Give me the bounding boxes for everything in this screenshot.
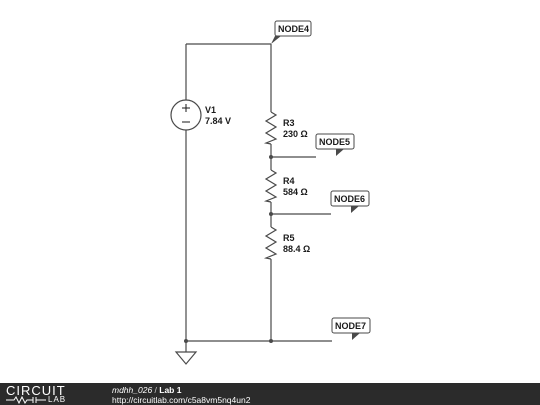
node4-box bbox=[274, 20, 312, 37]
resistor-r4[interactable]: R4 584 Ω bbox=[263, 169, 308, 203]
resistor-r3[interactable]: R3 230 Ω bbox=[263, 111, 308, 145]
wires bbox=[185, 43, 332, 352]
logo-lower-row: LAB bbox=[6, 396, 96, 404]
logo-text-lab: LAB bbox=[48, 395, 67, 404]
node6-box bbox=[330, 190, 370, 207]
plus-sign bbox=[182, 104, 190, 112]
node-label-node5[interactable]: NODE5 bbox=[315, 133, 355, 156]
circuit-schematic: V1 7.84 V R3 230 Ω R4 584 Ω R5 88.4 Ω NO… bbox=[170, 20, 371, 365]
junction-node5 bbox=[269, 155, 273, 159]
footer-user[interactable]: mdhh_026 bbox=[112, 385, 153, 395]
r4-name: R4 bbox=[283, 176, 295, 186]
footer-separator: / bbox=[152, 385, 160, 395]
junction-node6 bbox=[269, 212, 273, 216]
node5-text: NODE5 bbox=[319, 137, 350, 147]
resistor-r5-icon bbox=[263, 226, 278, 260]
r3-value: 230 Ω bbox=[283, 129, 308, 139]
resistor-r3-icon bbox=[263, 111, 278, 145]
logo-text-circuit: CIRCUIT bbox=[6, 383, 66, 398]
ground-symbol[interactable] bbox=[174, 351, 198, 365]
node5-tab bbox=[336, 149, 344, 156]
node4-tab bbox=[271, 36, 281, 44]
circuitlab-logo[interactable]: CIRCUIT LAB bbox=[6, 384, 96, 404]
resistor-r4-icon bbox=[263, 169, 278, 203]
footer-url[interactable]: http://circuitlab.com/c5a8vm5nq4un2 bbox=[112, 395, 251, 405]
node-label-node4[interactable]: NODE4 bbox=[271, 20, 312, 44]
ground-icon bbox=[174, 351, 198, 365]
r5-name: R5 bbox=[283, 233, 295, 243]
node5-box bbox=[315, 133, 355, 150]
resistor-r5[interactable]: R5 88.4 Ω bbox=[263, 226, 310, 260]
node-label-node7[interactable]: NODE7 bbox=[331, 317, 371, 340]
r5-value: 88.4 Ω bbox=[283, 244, 310, 254]
footer-title-line: mdhh_026 / Lab 1 bbox=[112, 385, 250, 395]
node7-text: NODE7 bbox=[335, 321, 366, 331]
junction-bottom-right bbox=[269, 339, 273, 343]
v1-value: 7.84 V bbox=[205, 116, 231, 126]
junction-bottom-left bbox=[184, 339, 188, 343]
node-label-node6[interactable]: NODE6 bbox=[330, 190, 370, 213]
r4-value: 584 Ω bbox=[283, 187, 308, 197]
footer-bar: CIRCUIT LAB mdhh_026 / Lab 1 http://circ… bbox=[0, 383, 540, 405]
v1-name: V1 bbox=[205, 105, 216, 115]
voltage-source-v1[interactable]: V1 7.84 V bbox=[170, 99, 231, 131]
node7-tab bbox=[352, 333, 360, 340]
node6-tab bbox=[351, 206, 359, 213]
voltage-source-icon bbox=[170, 99, 202, 131]
footer-info: mdhh_026 / Lab 1 http://circuitlab.com/c… bbox=[112, 385, 250, 405]
footer-title: Lab 1 bbox=[159, 385, 182, 395]
logo-resistor-icon bbox=[6, 396, 46, 404]
r3-name: R3 bbox=[283, 118, 295, 128]
node4-text: NODE4 bbox=[278, 24, 309, 34]
node7-box bbox=[331, 317, 371, 334]
node6-text: NODE6 bbox=[334, 194, 365, 204]
